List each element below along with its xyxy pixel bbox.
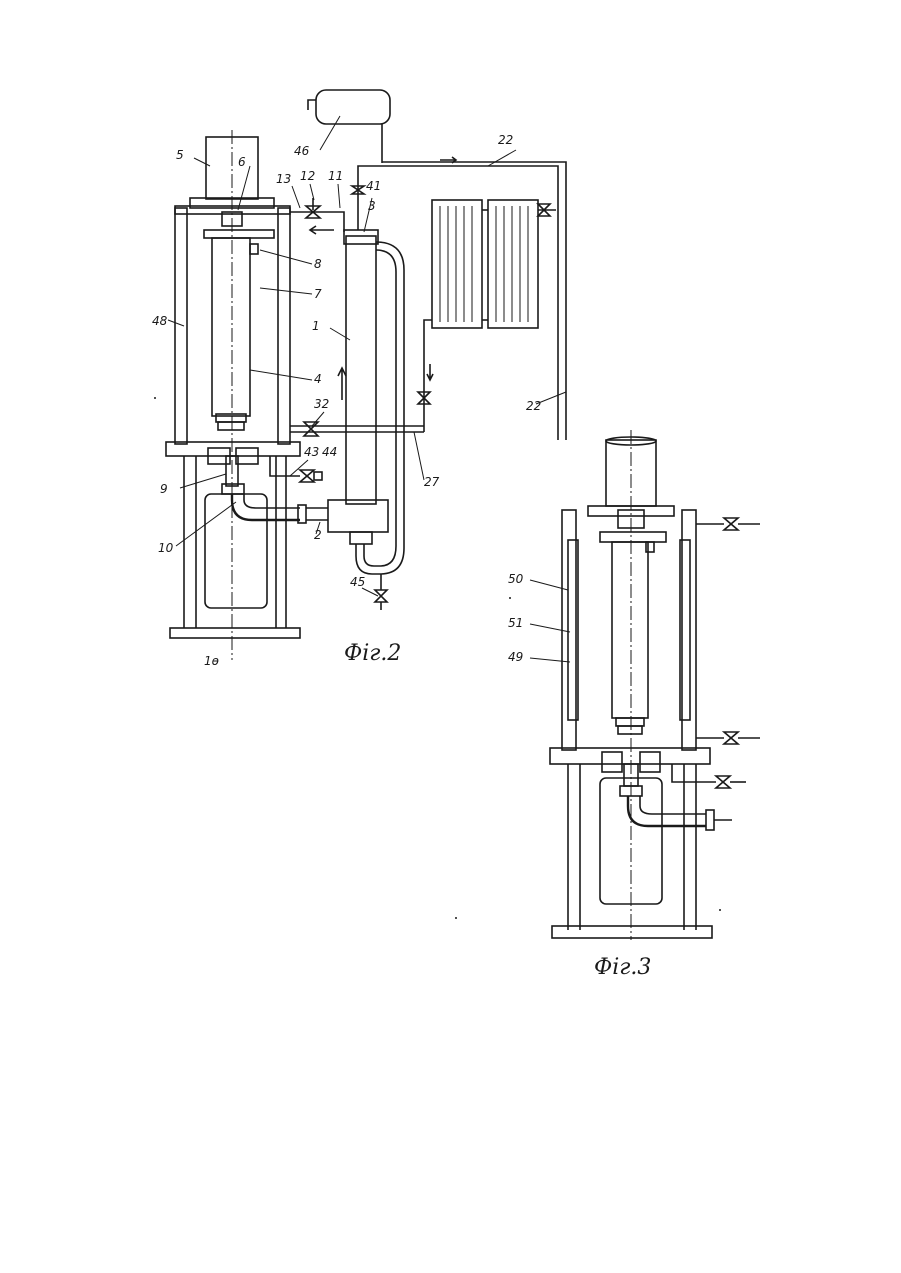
- label-8: 8: [314, 257, 322, 271]
- label-6: 6: [238, 155, 246, 169]
- figure-3: [550, 430, 760, 940]
- label-1: 1: [312, 319, 320, 333]
- label-44: 44: [322, 445, 337, 459]
- tank-46: [308, 90, 390, 163]
- label-27: 27: [424, 475, 440, 489]
- label-22-top: 22: [498, 133, 513, 147]
- label-7: 7: [314, 287, 322, 301]
- label-51: 51: [508, 616, 523, 630]
- label-32: 32: [314, 397, 329, 411]
- label-41: 41: [366, 179, 381, 193]
- label-48: 48: [152, 314, 168, 328]
- label-50: 50: [508, 572, 524, 586]
- base-flange: [166, 442, 306, 638]
- radiators: [418, 200, 556, 432]
- label-46: 46: [294, 144, 310, 158]
- label-5: 5: [176, 148, 184, 162]
- figure-2: [166, 90, 566, 660]
- label-11: 11: [328, 169, 343, 183]
- label-13: 13: [276, 172, 291, 186]
- label-45: 45: [350, 575, 365, 589]
- label-49: 49: [508, 650, 523, 664]
- label-4: 4: [314, 372, 322, 386]
- label-22-right: 22: [526, 399, 541, 413]
- label-base: 1ɵ: [204, 654, 219, 668]
- figure-2-caption: Фіг.2: [344, 641, 401, 666]
- label-12: 12: [300, 169, 315, 183]
- label-9: 9: [160, 482, 168, 496]
- rotor-4: [212, 238, 250, 430]
- label-43: 43: [304, 445, 319, 459]
- figure-3-caption: Фіг.3: [594, 955, 651, 980]
- label-10: 10: [158, 541, 174, 555]
